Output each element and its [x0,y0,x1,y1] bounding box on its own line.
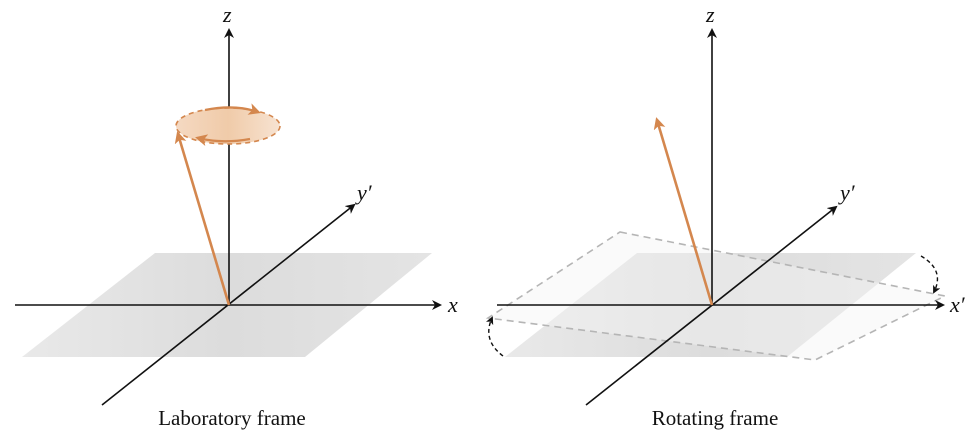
rotating-plane [485,231,948,361]
rotation-arrow-right [920,255,941,294]
panel-caption: Laboratory frame [158,406,306,430]
x-axis-label: x [447,292,458,317]
z-axis-label: z [222,2,232,27]
y-axis-label: y′ [838,180,856,205]
y-prime-axis [585,205,838,406]
x-axis-label: x′ [949,292,966,317]
precession-arrow-top [204,103,261,115]
precession-arrow-bottom [195,134,251,147]
panel-caption: Rotating frame [652,406,779,430]
precession-disc [175,107,281,145]
rotating-frame-panel: z y′ x′ Rotating frame [485,2,966,430]
magnetization-vector [653,117,714,306]
z-axis-label: z [705,2,715,27]
magnetization-vector [174,131,231,306]
laboratory-frame-panel: z y′ x Laboratory frame [15,2,458,430]
y-axis-label: y′ [355,180,373,205]
rotation-arrow-left [485,316,504,357]
